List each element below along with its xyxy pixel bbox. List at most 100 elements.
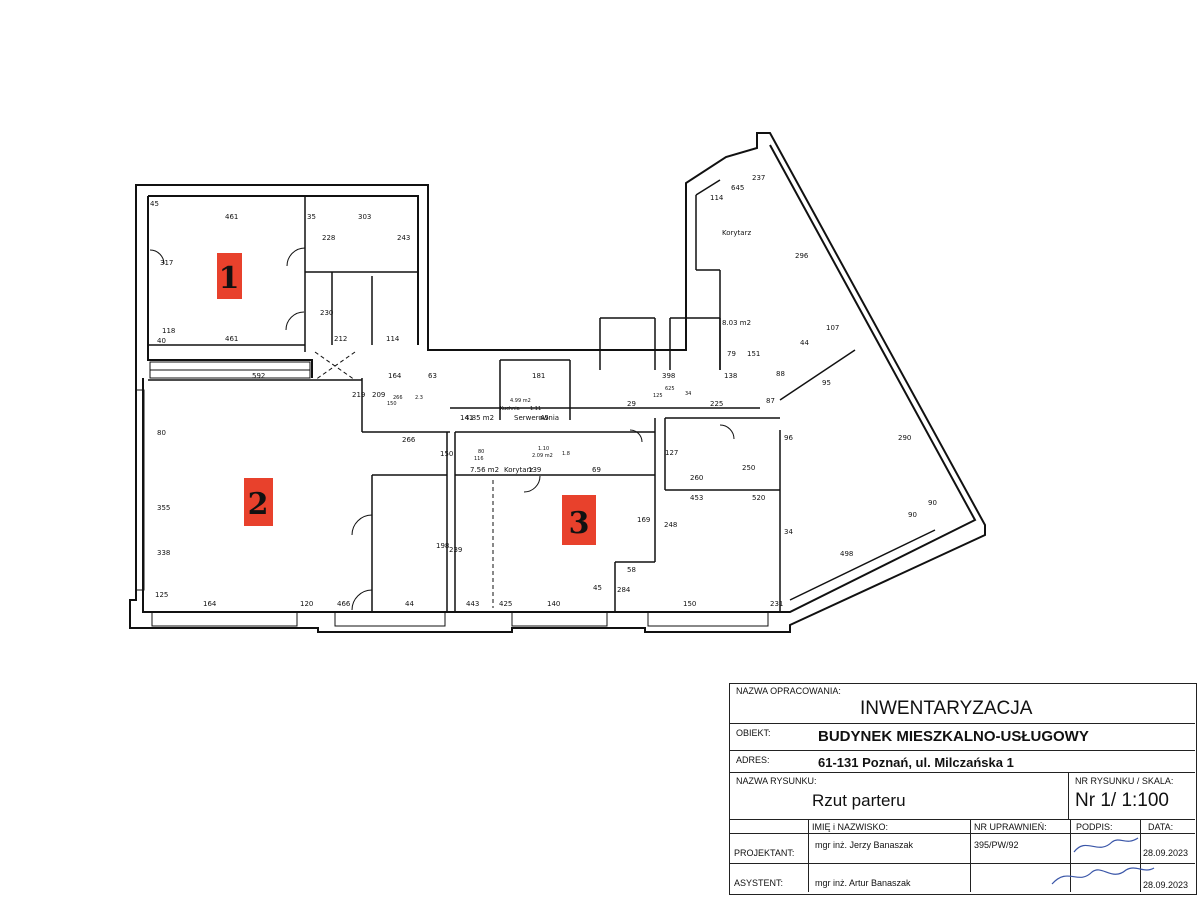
- asystent-name: mgr inż. Artur Banaszak: [815, 878, 911, 888]
- tb-row-adres: ADRES: 61-131 Poznań, ul. Milczańska 1: [730, 751, 1195, 773]
- room-labels: 266 150 2.3 4.99 m2 Kuchnia 1.11 80 116 …: [387, 386, 691, 462]
- adres: 61-131 Poznań, ul. Milczańska 1: [818, 755, 1014, 770]
- svg-text:58: 58: [627, 566, 636, 574]
- nr-rysunku: Nr 1/ 1:100: [1075, 790, 1169, 811]
- svg-text:34: 34: [685, 391, 691, 397]
- svg-text:79: 79: [727, 350, 736, 358]
- projektant-name: mgr inż. Jerzy Banaszak: [815, 840, 914, 850]
- svg-text:164: 164: [388, 372, 402, 380]
- room-2-tag: [244, 478, 273, 526]
- nazwa-rysunku: Rzut parteru: [812, 791, 906, 810]
- svg-text:120: 120: [300, 600, 313, 608]
- svg-text:2.3: 2.3: [415, 395, 423, 401]
- svg-text:164: 164: [203, 600, 217, 608]
- doors: [149, 247, 735, 611]
- svg-text:45: 45: [540, 414, 549, 422]
- projektant-label: PROJEKTANT:: [734, 848, 795, 858]
- svg-text:40: 40: [157, 337, 166, 345]
- obiekt: BUDYNEK MIESZKALNO-USŁUGOWY: [818, 728, 1089, 745]
- obiekt-label: OBIEKT:: [736, 728, 771, 738]
- svg-text:90: 90: [928, 499, 937, 507]
- svg-text:29: 29: [627, 400, 636, 408]
- svg-text:7.56 m2: 7.56 m2: [470, 466, 499, 474]
- svg-text:1: 1: [219, 261, 240, 296]
- svg-text:151: 151: [747, 350, 760, 358]
- svg-text:239: 239: [449, 546, 462, 554]
- projektant-date: 28.09.2023: [1143, 848, 1189, 858]
- interior-walls: [148, 179, 936, 612]
- svg-text:1.8: 1.8: [562, 451, 570, 457]
- svg-text:3: 3: [569, 506, 590, 541]
- svg-text:303: 303: [358, 213, 371, 221]
- svg-text:Serwerownia: Serwerownia: [514, 414, 559, 422]
- projektant-nr: 395/PW/92: [974, 840, 1019, 850]
- svg-text:2: 2: [248, 487, 269, 522]
- signature-projektant: [1073, 837, 1139, 853]
- tb-row-rysunek: NAZWA RYSUNKU: Rzut parteru NR RYSUNKU /…: [730, 773, 1195, 820]
- svg-text:63: 63: [428, 372, 437, 380]
- svg-text:260: 260: [690, 474, 703, 482]
- svg-text:209: 209: [372, 391, 385, 399]
- svg-text:466: 466: [337, 600, 351, 608]
- adres-label: ADRES:: [736, 755, 770, 765]
- svg-text:138: 138: [724, 372, 737, 380]
- svg-text:250: 250: [742, 464, 755, 472]
- tb-row-projektant: PROJEKTANT: mgr inż. Jerzy Banaszak 395/…: [730, 834, 1195, 864]
- svg-text:45: 45: [150, 200, 159, 208]
- svg-text:87: 87: [766, 397, 775, 405]
- svg-text:237: 237: [752, 174, 765, 182]
- svg-text:150: 150: [683, 600, 696, 608]
- room-tags: 1 2 3: [217, 253, 596, 545]
- svg-text:461: 461: [225, 213, 238, 221]
- svg-text:107: 107: [826, 324, 839, 332]
- svg-text:141: 141: [460, 414, 473, 422]
- svg-text:45: 45: [593, 584, 602, 592]
- svg-text:88: 88: [776, 370, 785, 378]
- svg-text:284: 284: [617, 586, 631, 594]
- imie-label: IMIĘ i NAZWISKO:: [812, 822, 889, 832]
- svg-text:225: 225: [710, 400, 723, 408]
- svg-text:592: 592: [252, 372, 265, 380]
- svg-text:35: 35: [307, 213, 316, 221]
- nazwa-opracowania-label: NAZWA OPRACOWANIA:: [736, 686, 841, 696]
- svg-text:498: 498: [840, 550, 853, 558]
- svg-text:116: 116: [474, 456, 484, 462]
- svg-text:296: 296: [795, 252, 809, 260]
- data-label: DATA:: [1148, 822, 1174, 832]
- svg-text:139: 139: [528, 466, 541, 474]
- svg-text:266: 266: [402, 436, 416, 444]
- signature-asystent: [1051, 867, 1155, 885]
- svg-text:461: 461: [225, 335, 238, 343]
- svg-text:231: 231: [770, 600, 783, 608]
- svg-text:198: 198: [436, 542, 449, 550]
- svg-text:4.85 m2: 4.85 m2: [465, 414, 494, 422]
- svg-text:453: 453: [690, 494, 703, 502]
- nr-rysunku-label: NR RYSUNKU / SKALA:: [1075, 776, 1174, 786]
- svg-text:1.11: 1.11: [530, 406, 541, 412]
- svg-text:96: 96: [784, 434, 793, 442]
- svg-text:2.09 m2: 2.09 m2: [532, 453, 553, 459]
- svg-text:228: 228: [322, 234, 335, 242]
- svg-text:4.99 m2: 4.99 m2: [510, 398, 531, 404]
- svg-text:645: 645: [731, 184, 744, 192]
- svg-text:230: 230: [320, 309, 333, 317]
- svg-text:243: 243: [397, 234, 410, 242]
- svg-text:355: 355: [157, 504, 170, 512]
- svg-text:338: 338: [157, 549, 170, 557]
- svg-text:90: 90: [908, 511, 917, 519]
- svg-text:Kuchnia: Kuchnia: [500, 406, 520, 412]
- room-1-tag: [217, 253, 242, 299]
- svg-text:140: 140: [547, 600, 560, 608]
- svg-text:Korytarz: Korytarz: [504, 466, 533, 474]
- svg-text:80: 80: [478, 449, 484, 455]
- nazwa-rysunku-label: NAZWA RYSUNKU:: [736, 776, 817, 786]
- svg-text:248: 248: [664, 521, 677, 529]
- svg-text:290: 290: [898, 434, 911, 442]
- svg-text:317: 317: [160, 259, 173, 267]
- svg-text:114: 114: [386, 335, 400, 343]
- svg-text:625: 625: [665, 386, 675, 392]
- svg-text:127: 127: [665, 449, 678, 457]
- asystent-label: ASYSTENT:: [734, 878, 784, 888]
- svg-text:8.03 m2: 8.03 m2: [722, 319, 751, 327]
